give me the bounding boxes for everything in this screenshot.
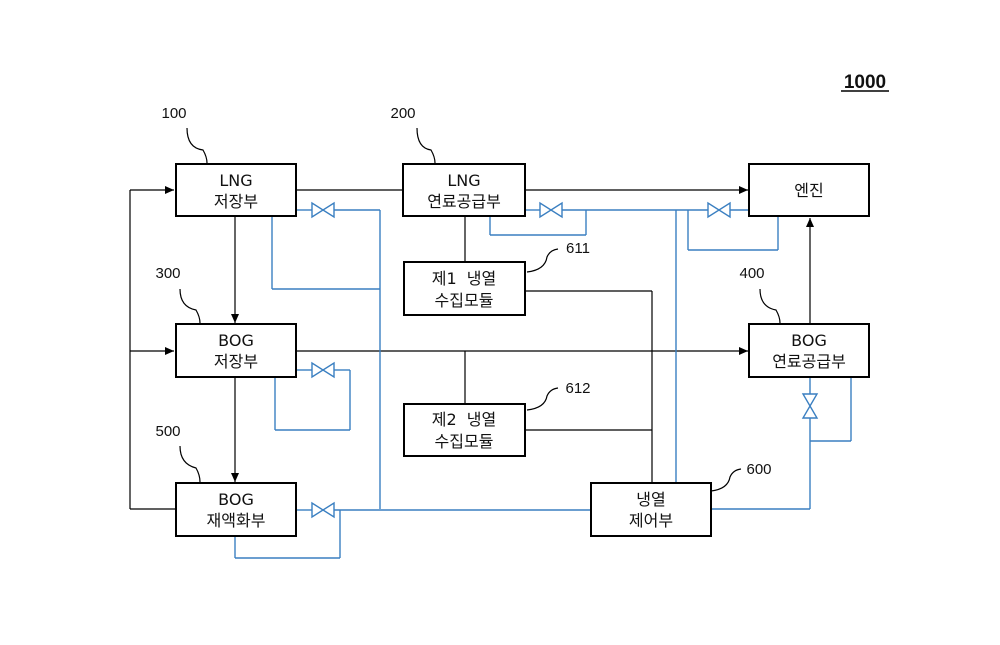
reference-number: 611 xyxy=(566,240,590,257)
block-label: 엔진 xyxy=(794,181,823,200)
valve-icon xyxy=(312,503,334,517)
reference-number: 500 xyxy=(155,423,180,440)
reference-number: 400 xyxy=(739,265,764,282)
block-label: 재액화부 xyxy=(207,511,266,530)
block-label: 연료공급부 xyxy=(427,192,501,211)
block-label: LNG xyxy=(447,171,480,190)
block-label: 수집모듈 xyxy=(435,432,494,451)
block-label: LNG xyxy=(219,171,252,190)
block-bog-reliquefaction: BOG 재액화부 500 xyxy=(155,423,296,536)
reference-number: 300 xyxy=(155,265,180,282)
block-label: 수집모듈 xyxy=(435,291,494,310)
block-cold-module-1: 제1 냉열 수집모듈 611 xyxy=(404,240,590,315)
block-label: 저장부 xyxy=(214,352,258,371)
blue-connections xyxy=(235,210,851,558)
reference-number: 600 xyxy=(746,461,771,478)
block-cold-module-2: 제2 냉열 수집모듈 612 xyxy=(404,380,591,456)
block-label: BOG xyxy=(791,331,827,350)
figure-number: 1000 xyxy=(844,72,886,93)
reference-number: 612 xyxy=(565,380,590,397)
block-lng-fuel-supply: LNG 연료공급부 200 xyxy=(390,105,525,216)
block-bog-fuel-supply: BOG 연료공급부 400 xyxy=(739,265,869,377)
block-label: 제2 냉열 xyxy=(432,410,497,429)
reference-number: 100 xyxy=(161,105,186,122)
block-label: 제어부 xyxy=(629,511,673,530)
block-label: 연료공급부 xyxy=(772,352,846,371)
block-label: 제1 냉열 xyxy=(432,269,497,288)
block-label: BOG xyxy=(218,331,254,350)
valve-icon xyxy=(312,203,334,217)
block-engine: 엔진 xyxy=(749,164,869,216)
block-label: 냉열 xyxy=(636,490,665,509)
valve-icon xyxy=(540,203,562,217)
block-cold-control: 냉열 제어부 600 xyxy=(591,461,772,536)
valve-icon xyxy=(312,363,334,377)
block-label: BOG xyxy=(218,490,254,509)
block-label: 저장부 xyxy=(214,192,258,211)
reference-number: 200 xyxy=(390,105,415,122)
valve-icon xyxy=(803,394,817,418)
valve-icon xyxy=(708,203,730,217)
block-bog-storage: BOG 저장부 300 xyxy=(155,265,296,377)
block-lng-storage: LNG 저장부 100 xyxy=(161,105,296,216)
